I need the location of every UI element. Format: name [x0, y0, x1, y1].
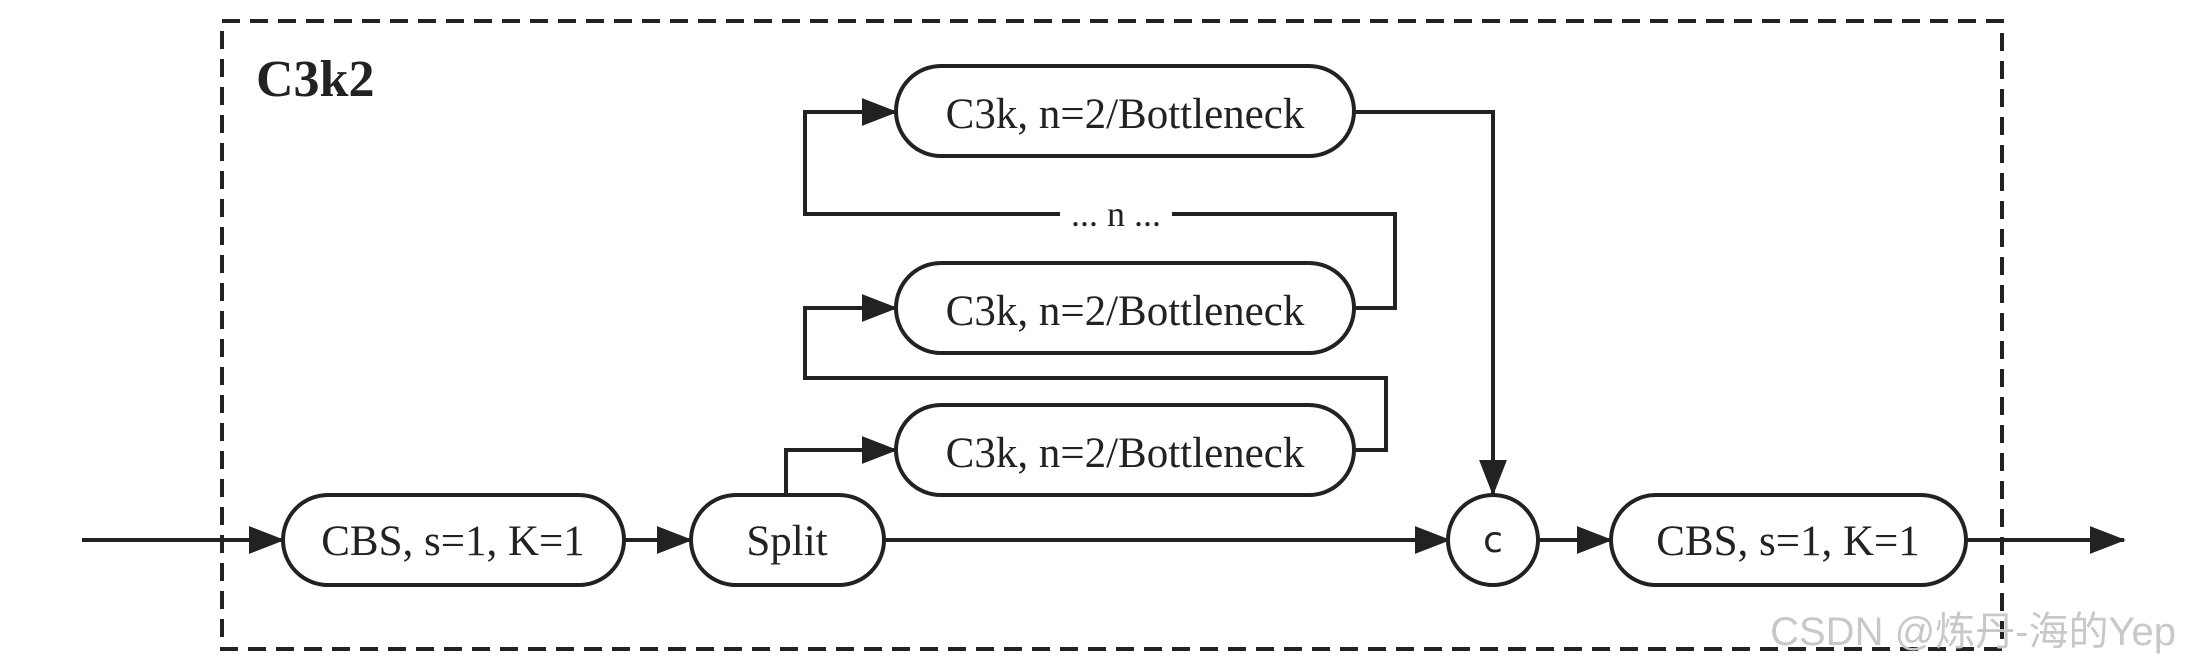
repeat-label-bg: [1060, 196, 1172, 232]
module-title: C3k2: [256, 51, 374, 108]
split-to-c3k-bottom-arrow: [784, 436, 898, 495]
node-cbs-in-label: CBS, s=1, K=1: [321, 518, 585, 565]
node-c3k-mid: C3k, n=2/Bottleneck: [894, 261, 1356, 355]
node-split: Split: [689, 493, 886, 587]
node-c3k-top-label: C3k, n=2/Bottleneck: [946, 91, 1305, 138]
node-cbs-out-label: CBS, s=1, K=1: [1656, 518, 1920, 565]
node-split-label: Split: [746, 518, 827, 565]
repeat-label: ... n ...: [1071, 194, 1161, 234]
node-c3k-bottom: C3k, n=2/Bottleneck: [894, 403, 1356, 497]
node-c3k-top: C3k, n=2/Bottleneck: [894, 64, 1356, 158]
node-concat-label: c: [1483, 520, 1503, 561]
watermark: CSDN @炼丹-海的Yep: [1770, 610, 2176, 654]
c3k-bottom-to-mid-arrow: [803, 294, 1388, 452]
node-c3k-mid-label: C3k, n=2/Bottleneck: [946, 288, 1305, 335]
node-c3k-bottom-label: C3k, n=2/Bottleneck: [946, 430, 1305, 477]
node-cbs-out: CBS, s=1, K=1: [1609, 493, 1968, 587]
c3k-top-to-concat-arrow: [1354, 110, 1507, 496]
node-concat: c: [1446, 493, 1540, 587]
node-cbs-in: CBS, s=1, K=1: [281, 493, 626, 587]
